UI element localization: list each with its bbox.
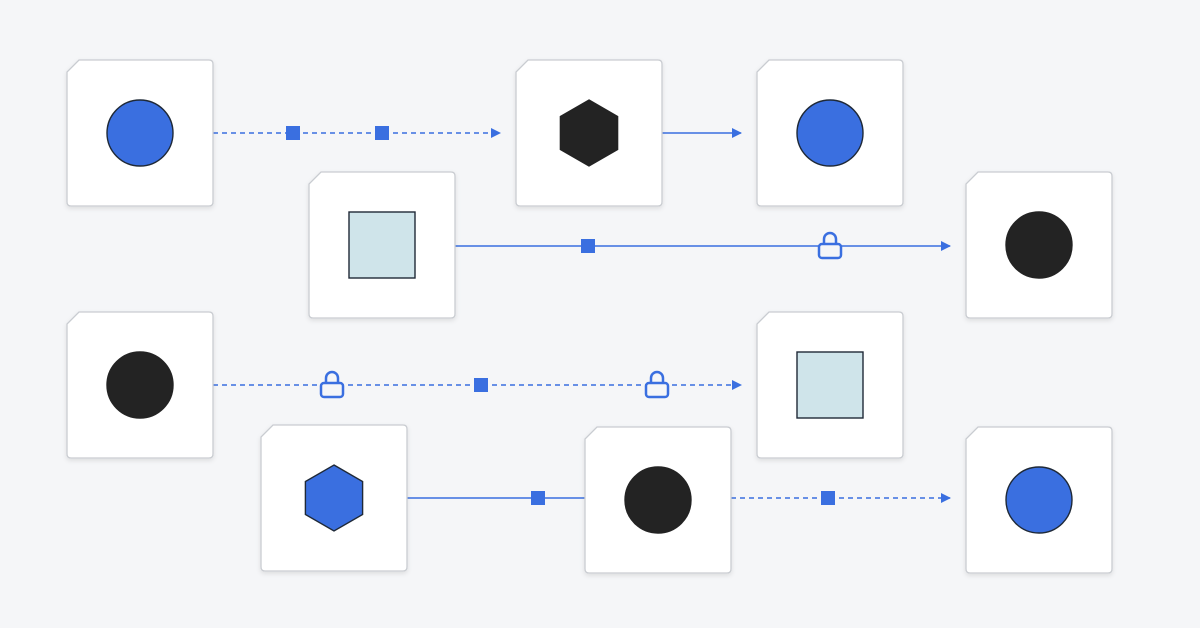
square-marker [531,491,545,505]
lock-icon [644,370,670,399]
square-marker [581,239,595,253]
square-marker [375,126,389,140]
node-card-n2[interactable] [515,59,663,207]
node-card-n4[interactable] [308,171,456,319]
square-marker [821,491,835,505]
light-square-icon [348,211,416,279]
blue-hexagon-icon [304,464,364,532]
blue-circle-icon [1005,466,1073,534]
blue-circle-icon [106,99,174,167]
lock-icon [817,231,843,260]
node-card-n1[interactable] [66,59,214,207]
light-square-icon [796,351,864,419]
dark-circle-icon [1005,211,1073,279]
node-card-n5[interactable] [965,171,1113,319]
connector-e5 [407,491,585,505]
dark-circle-icon [106,351,174,419]
node-card-n8[interactable] [260,424,408,572]
connector-e6 [731,491,951,505]
square-marker [474,378,488,392]
connector-e3 [455,231,951,260]
blue-circle-icon [796,99,864,167]
dark-hexagon-icon [559,99,619,167]
lock-icon [319,370,345,399]
node-card-n3[interactable] [756,59,904,207]
node-card-n10[interactable] [965,426,1113,574]
node-card-n6[interactable] [66,311,214,459]
connector-e4 [213,370,742,399]
node-card-n9[interactable] [584,426,732,574]
dark-circle-icon [624,466,692,534]
node-card-n7[interactable] [756,311,904,459]
square-marker [286,126,300,140]
connector-e1 [213,126,501,140]
